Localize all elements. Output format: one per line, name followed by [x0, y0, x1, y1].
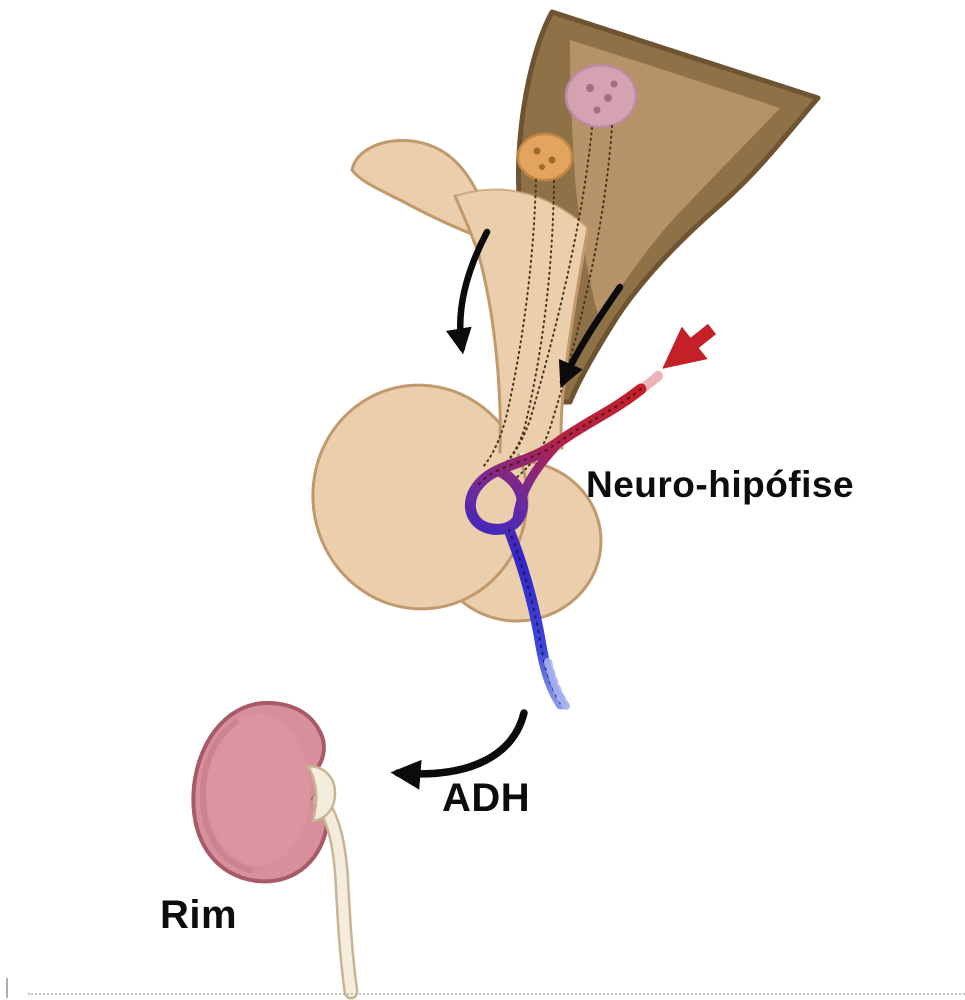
kidney-inner-edge [199, 719, 253, 873]
renal-pelvis [306, 764, 337, 823]
kidney-group [191, 700, 359, 1000]
stalk-left-edge [453, 194, 502, 454]
stalk-arrow-right [558, 283, 624, 388]
label-adh-hormone: ADH [442, 776, 531, 820]
artery-texture-dots [475, 388, 642, 489]
adh-arrow [390, 709, 528, 790]
vein-texture-dots [508, 529, 562, 705]
bottom-dotted-artifact [28, 993, 965, 995]
kidney-inner-highlight [206, 714, 310, 866]
ureter [315, 795, 356, 997]
label-neurohypophysis: Neuro-hipófise [586, 464, 855, 505]
left-edge-artifact [6, 978, 8, 998]
label-kidney: Rim [160, 893, 238, 937]
stalk-arrow-left [445, 228, 491, 355]
supraoptic-nucleus [516, 132, 574, 182]
artery-arrow [662, 323, 717, 369]
stalk-top-edge [454, 188, 589, 229]
paraventricular-nucleus [564, 63, 638, 129]
pituitary-stalk [455, 189, 588, 456]
capillary-cross-strand [512, 441, 561, 524]
vein-fade [544, 658, 570, 710]
